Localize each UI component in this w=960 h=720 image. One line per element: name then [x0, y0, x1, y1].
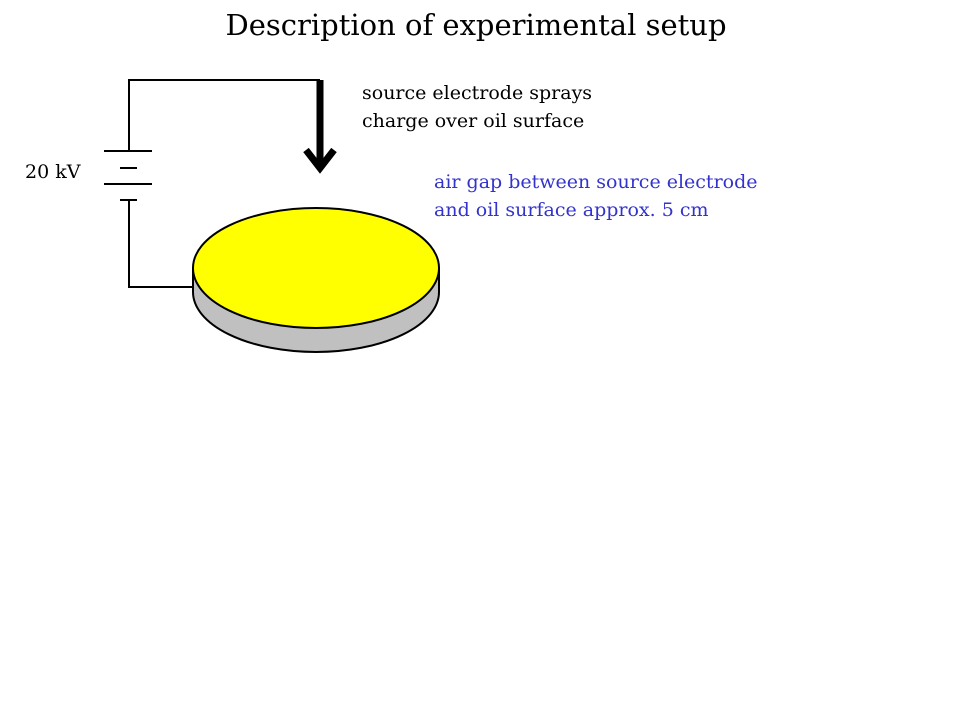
- oil-dish: [192, 207, 440, 353]
- battery-symbol: [104, 150, 152, 201]
- bottom-wire: [128, 200, 193, 288]
- electrode-arrowhead: [303, 147, 337, 174]
- source-electrode-description: source electrode sprays charge over oil …: [362, 79, 592, 135]
- source-electrode-arrow: [303, 80, 337, 174]
- oil-surface: [192, 207, 440, 329]
- page-title: Description of experimental setup: [225, 8, 727, 42]
- gap-description-line-1: air gap between source electrode: [434, 171, 758, 193]
- gap-description-line-2: and oil surface approx. 5 cm: [434, 199, 709, 221]
- source-description-line-2: charge over oil surface: [362, 110, 585, 132]
- voltage-label: 20 kV: [25, 161, 81, 183]
- circuit-wires: [128, 79, 320, 288]
- source-description-line-1: source electrode sprays: [362, 82, 593, 104]
- air-gap-description: air gap between source electrode and oil…: [434, 168, 758, 224]
- top-wire: [128, 79, 320, 150]
